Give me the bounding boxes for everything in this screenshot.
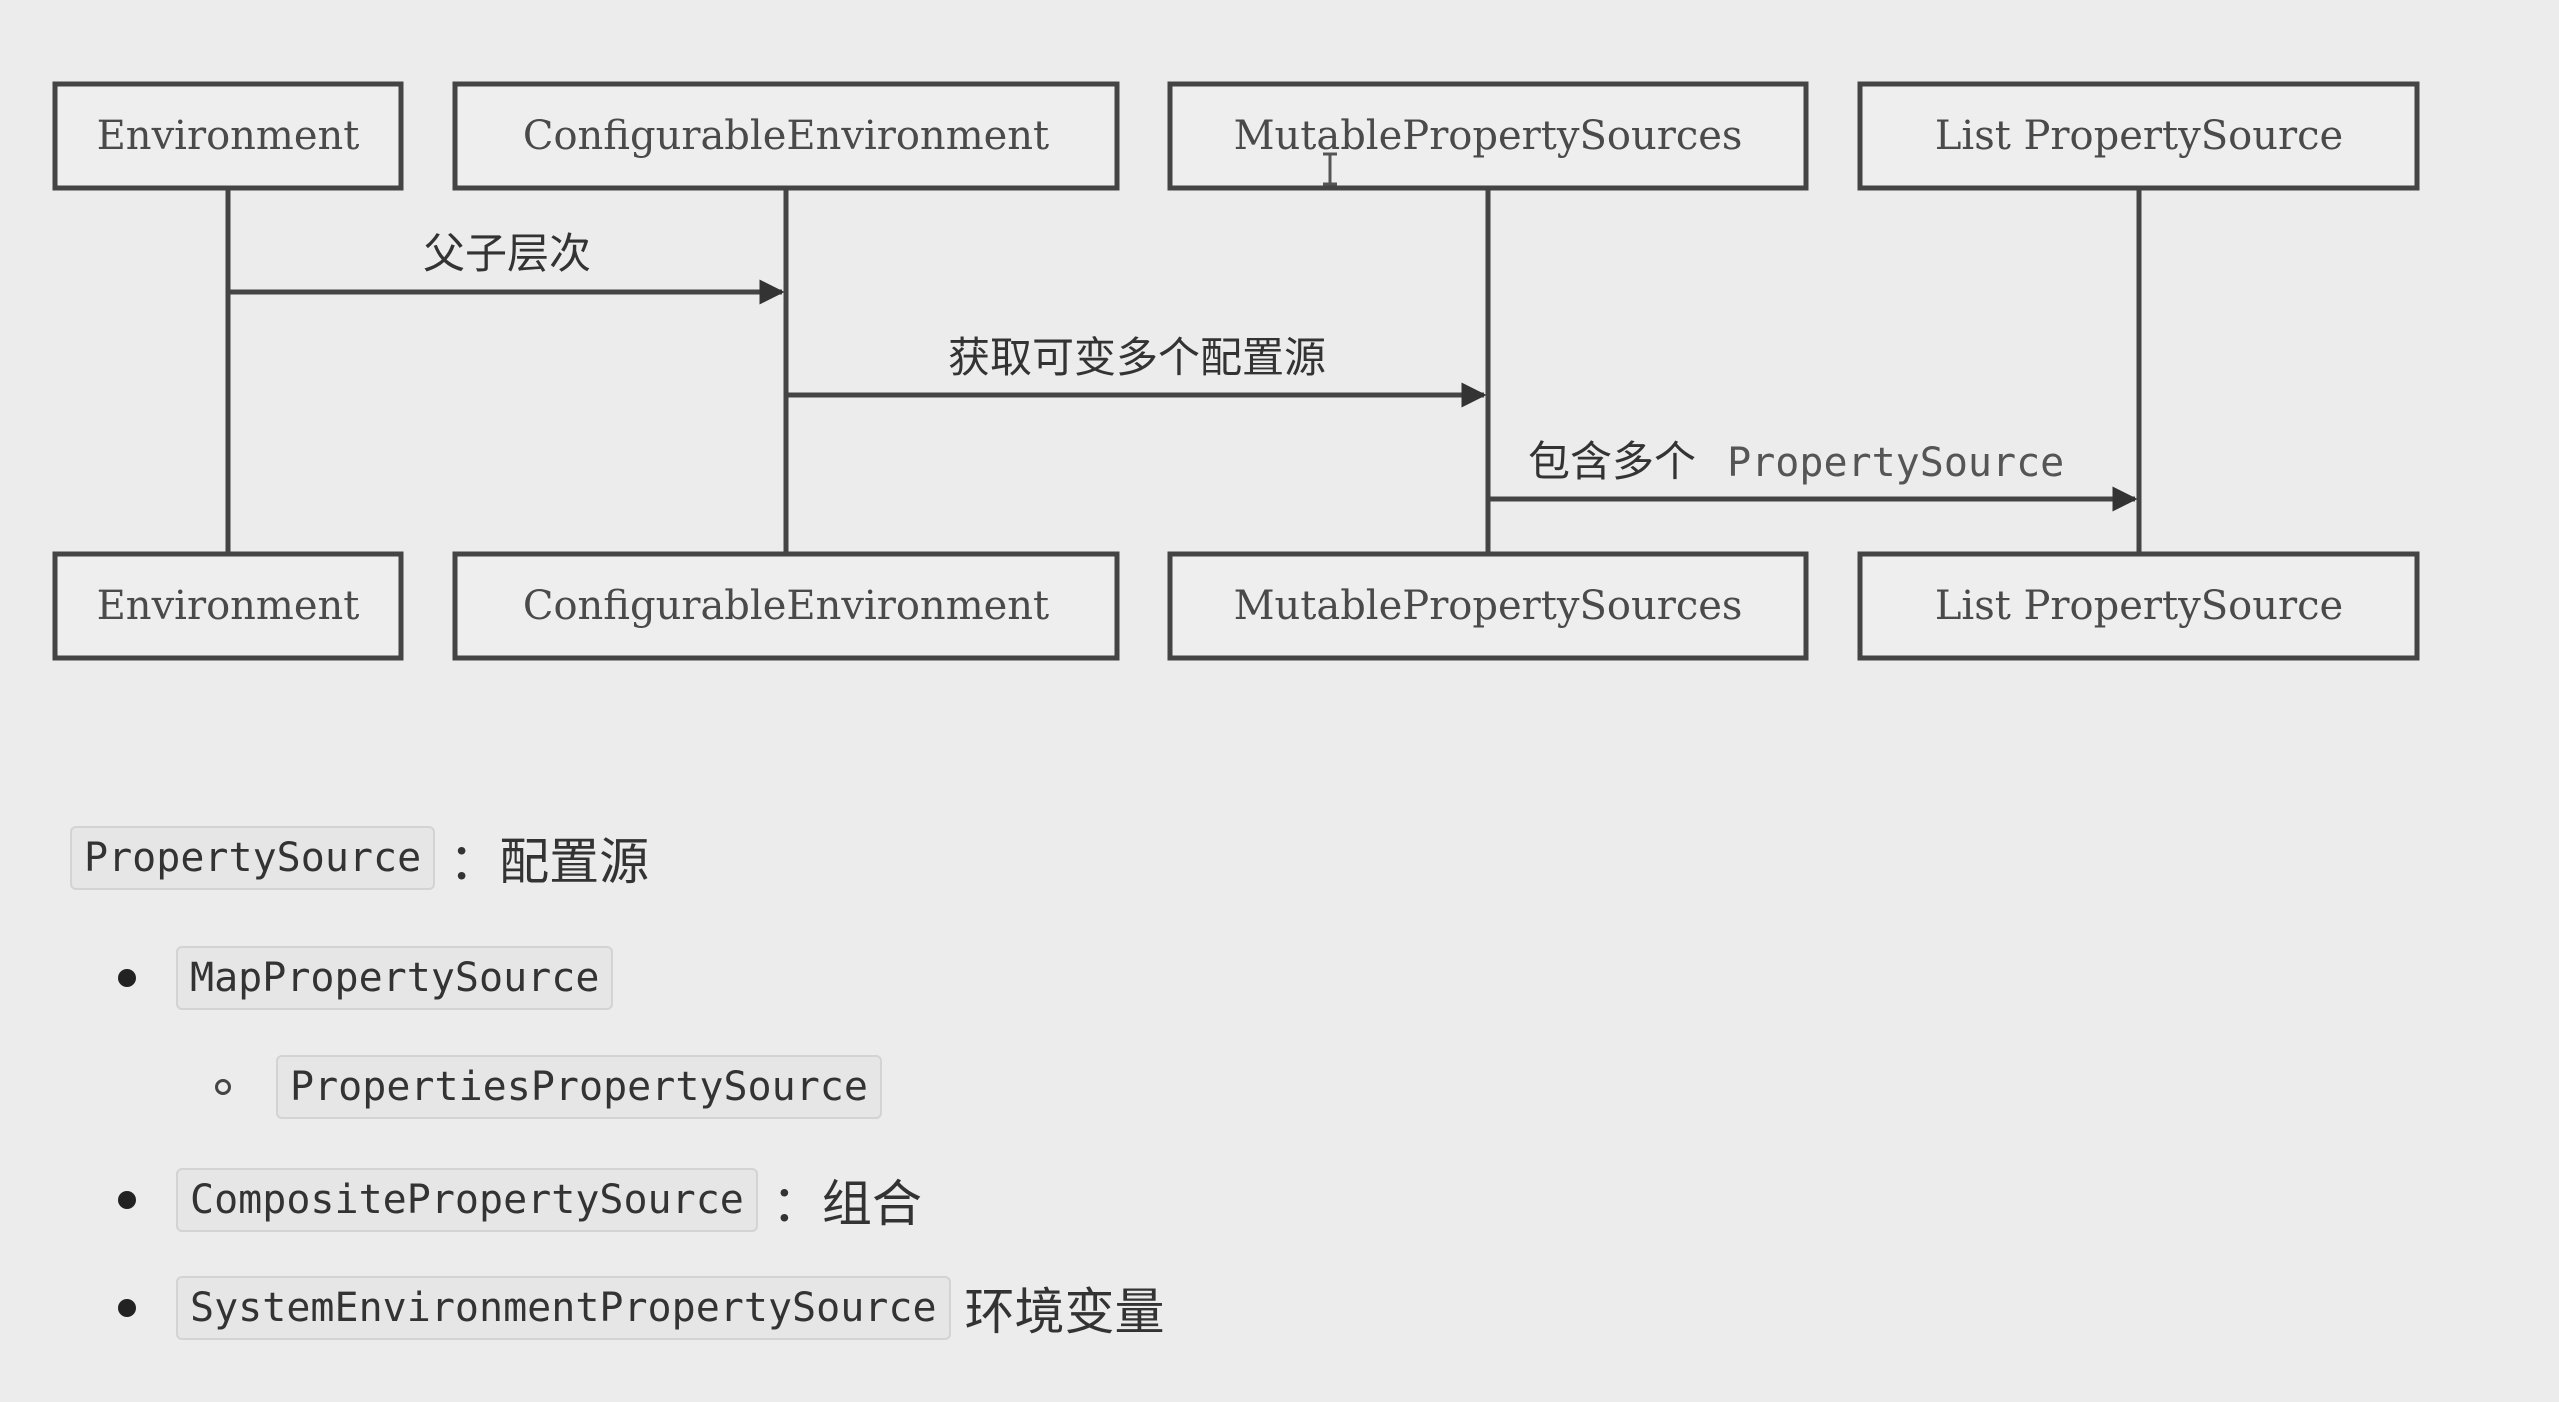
- participant-top-environment: Environment: [52, 81, 404, 191]
- participant-label: ConfigurableEnvironment: [523, 583, 1049, 629]
- inline-code: PropertySource: [70, 826, 436, 890]
- inline-code: SystemEnvironmentPropertySource: [176, 1276, 951, 1340]
- notes-heading-desc: ：配置源: [449, 833, 650, 891]
- inline-code: MapPropertySource: [176, 946, 614, 1010]
- bullet-icon: [118, 1191, 136, 1209]
- participant-label: ConfigurableEnvironment: [523, 113, 1049, 159]
- bullet-icon: [118, 1299, 136, 1317]
- text-cursor-icon: [1323, 152, 1337, 186]
- participant-bottom-environment: Environment: [52, 551, 404, 661]
- list-item: SystemEnvironmentPropertySource 环境变量: [118, 1272, 1165, 1344]
- participant-bottom-configurable-environment: ConfigurableEnvironment: [452, 551, 1120, 661]
- participant-bottom-mutable-property-sources: MutablePropertySources: [1167, 551, 1809, 661]
- list-item: MapPropertySource: [118, 946, 614, 1010]
- inline-code: CompositePropertySource: [176, 1168, 758, 1232]
- message-parent-child: 父子层次: [228, 229, 785, 305]
- bullet-icon: [118, 969, 136, 987]
- message-label: 父子层次: [423, 229, 591, 278]
- list-item: CompositePropertySource ：组合: [118, 1164, 922, 1236]
- participant-bottom-list-property-source: List PropertySource: [1857, 551, 2420, 661]
- sequence-diagram: Environment ConfigurableEnvironment Muta…: [52, 81, 2420, 661]
- participant-label: List PropertySource: [1935, 113, 2343, 159]
- item-desc: 环境变量: [964, 1283, 1165, 1341]
- message-contains-property-sources: 包含多个 PropertySource: [1488, 437, 2138, 512]
- participant-top-mutable-property-sources: MutablePropertySources: [1167, 81, 1809, 191]
- participant-top-list-property-source: List PropertySource: [1857, 81, 2420, 191]
- item-desc: ：组合: [771, 1175, 922, 1233]
- participant-top-configurable-environment: ConfigurableEnvironment: [452, 81, 1120, 191]
- inline-code: PropertiesPropertySource: [276, 1055, 882, 1119]
- message-label-text: 包含多个: [1528, 437, 1696, 486]
- hollow-bullet-icon: [215, 1079, 231, 1095]
- message-label: 获取可变多个配置源: [948, 333, 1326, 382]
- participant-label: MutablePropertySources: [1234, 113, 1743, 159]
- participant-label: MutablePropertySources: [1234, 583, 1743, 629]
- message-label: 包含多个 PropertySource: [1528, 437, 2064, 486]
- notes-heading: PropertySource ：配置源: [70, 822, 649, 894]
- participant-label: List PropertySource: [1935, 583, 2343, 629]
- participant-label: Environment: [97, 583, 360, 629]
- message-get-mutable-sources: 获取可变多个配置源: [786, 333, 1487, 408]
- list-item-nested: PropertiesPropertySource: [215, 1055, 882, 1119]
- participant-label: Environment: [97, 113, 360, 159]
- message-label-code: PropertySource: [1727, 440, 2064, 486]
